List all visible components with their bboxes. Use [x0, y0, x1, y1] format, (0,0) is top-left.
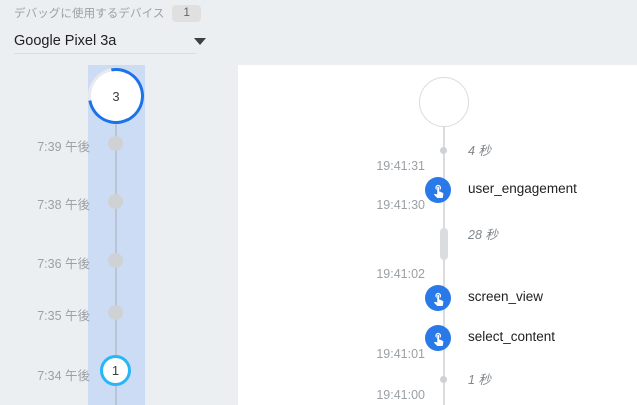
session-tick-dot[interactable]: [108, 136, 123, 151]
session-tick-label: 7:39 午後: [37, 140, 90, 154]
event-timestamp: 19:41:00: [376, 388, 425, 402]
device-selector-label: デバッグに使用するデバイス: [14, 8, 165, 20]
session-tick-dot[interactable]: [108, 253, 123, 268]
session-tick-label: 7:35 午後: [37, 309, 90, 323]
session-bottom-marker-value: 1: [111, 363, 120, 378]
event-timestamp: 19:41:31: [376, 159, 425, 173]
session-timeline[interactable]: 7:39 午後 7:38 午後 7:36 午後 7:35 午後 7:34 午後 3 1: [0, 57, 220, 405]
touch-app-icon[interactable]: [425, 325, 451, 351]
event-minor-dot: [440, 376, 447, 383]
session-tick-label: 7:34 午後: [37, 369, 90, 383]
event-name[interactable]: screen_view: [468, 289, 544, 304]
empty-session-circle-icon: [419, 77, 469, 127]
event-duration-label: 1 秒: [468, 373, 491, 387]
session-top-marker-value: 3: [112, 88, 120, 104]
event-gap-bar: [440, 228, 448, 260]
session-axis-line: [115, 92, 117, 405]
session-bottom-marker[interactable]: 1: [100, 355, 131, 386]
device-count-badge: 1: [172, 4, 201, 22]
event-timestamp: 19:41:02: [376, 267, 425, 281]
session-tick-dot[interactable]: [108, 194, 123, 209]
event-duration-label: 4 秒: [468, 144, 491, 158]
device-selector[interactable]: デバッグに使用するデバイス 1 Google Pixel 3a: [14, 4, 210, 56]
device-selector-dropdown[interactable]: Google Pixel 3a: [14, 28, 210, 54]
session-top-marker-ring: [88, 68, 144, 124]
event-duration-label: 28 秒: [468, 228, 498, 242]
event-timestamp: 19:41:30: [376, 198, 425, 212]
session-tick-label: 7:38 午後: [37, 198, 90, 212]
event-name[interactable]: select_content: [468, 329, 556, 344]
event-name[interactable]: user_engagement: [468, 181, 577, 196]
device-selector-value: Google Pixel 3a: [14, 33, 117, 49]
session-top-marker[interactable]: 3: [77, 57, 155, 135]
session-bottom-marker-ring: [100, 355, 131, 386]
event-axis-line: [443, 127, 445, 405]
touch-app-icon[interactable]: [425, 285, 451, 311]
session-tick-dot[interactable]: [108, 305, 123, 320]
event-detail-card: 4 秒 19:41:31 user_engagement 19:41:30 28 秒 19…: [238, 65, 637, 405]
touch-app-icon[interactable]: [425, 177, 451, 203]
chevron-down-icon[interactable]: [194, 37, 206, 45]
device-selector-underline: [14, 53, 196, 54]
event-timestamp: 19:41:01: [376, 347, 425, 361]
event-minor-dot: [440, 147, 447, 154]
device-selector-label-row: デバッグに使用するデバイス 1: [14, 4, 210, 22]
session-tick-label: 7:36 午後: [37, 257, 90, 271]
